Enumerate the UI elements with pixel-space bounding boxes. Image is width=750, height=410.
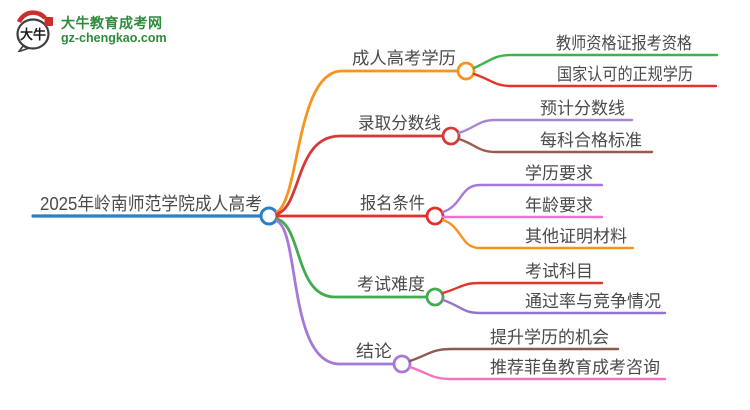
logo-red-arc [16,10,47,24]
branch-conclusion-circle [392,354,412,374]
branch-exam-difficulty-line [275,217,429,299]
child-other-documents-label: 其他证明材料 [525,227,627,246]
branch-conclusion-line [275,219,396,366]
root-label: 2025年岭南师范学院成人高考 [40,194,262,214]
child-recommend-consulting-line [408,365,667,381]
branch-exam-difficulty-circle [425,287,445,307]
root-node-circle [259,206,279,226]
child-state-recognized-degree-label: 国家认可的正规学历 [557,65,693,84]
child-expected-score-line [457,118,634,135]
daniu-bull-logo-icon: 大牛 [16,10,53,52]
child-teacher-cert-eligibility-line [472,53,719,70]
child-recommend-consulting-label: 推荐菲鱼教育成考咨询 [490,358,660,377]
child-pass-rate-competition-line [441,298,667,315]
child-teacher-cert-eligibility-label: 教师资格证报考资格 [556,34,692,53]
branch-adult-exam-degree-line [275,69,460,214]
site-name: 大牛教育成考网 [61,15,163,32]
branch-exam-difficulty-label: 考试难度 [357,275,425,294]
child-subject-pass-standard-line [457,137,654,154]
child-other-documents-line [441,218,635,250]
branch-application-conditions-circle [425,206,445,226]
child-exam-subjects-label: 考试科目 [525,262,593,281]
child-exam-subjects-line [441,281,604,295]
site-logo: 大牛 大牛教育成考网 gz-chengkao.com [14,10,167,52]
child-degree-upgrade-opportunity-line [408,347,620,363]
branch-conclusion-label: 结论 [356,342,392,361]
branch-admission-score-circle [441,126,461,146]
logo-text-block: 大牛教育成考网 gz-chengkao.com [61,16,167,45]
branch-adult-exam-degree-circle [456,61,476,81]
branch-admission-score-line [275,134,445,216]
child-pass-rate-competition-label: 通过率与竞争情况 [525,292,661,311]
logo-red-seal [44,17,53,26]
child-education-requirement-line [441,183,604,214]
logo-speech-bubble [16,18,50,50]
logo-icon-text: 大牛 [20,27,46,42]
child-education-requirement-label: 学历要求 [525,164,593,183]
child-state-recognized-degree-line [472,72,718,88]
child-subject-pass-standard-label: 每科合格标准 [540,131,642,150]
branch-application-conditions-label: 报名条件 [360,194,425,213]
site-url: gz-chengkao.com [61,30,167,45]
branch-adult-exam-degree-label: 成人高考学历 [352,49,456,68]
logo-bubble-tail [17,44,31,52]
branch-admission-score-label: 录取分数线 [358,114,441,133]
child-age-requirement-label: 年龄要求 [525,196,593,215]
child-degree-upgrade-opportunity-label: 提升学历的机会 [490,328,609,347]
child-expected-score-label: 预计分数线 [540,99,625,118]
